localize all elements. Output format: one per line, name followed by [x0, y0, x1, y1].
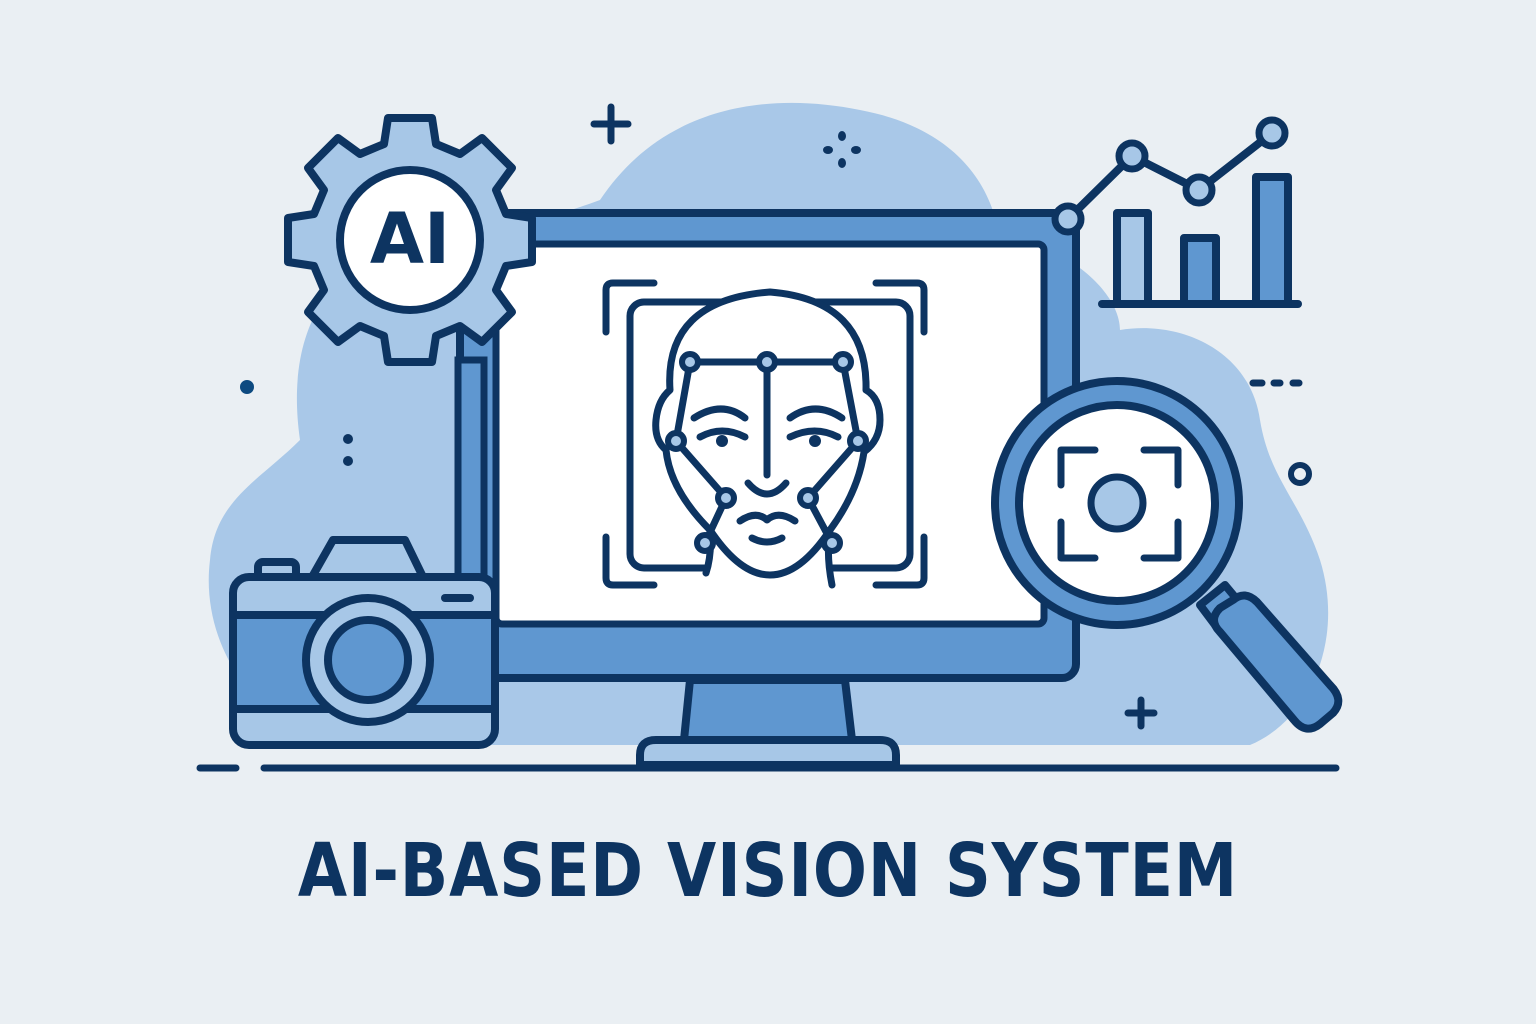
gear-connector — [454, 356, 488, 592]
plus-icon — [1124, 696, 1158, 730]
gear-label: AI — [370, 198, 450, 280]
ring-icon — [1288, 462, 1312, 486]
camera-icon — [229, 536, 499, 749]
face-recognition-icon — [602, 279, 928, 589]
monitor-stand — [636, 676, 900, 769]
focus-target-icon — [1057, 446, 1182, 562]
page-title: AI-BASED VISION SYSTEM — [297, 828, 1239, 914]
chart-nodes — [1051, 116, 1289, 236]
dot-icon — [343, 434, 353, 466]
dot-icon — [240, 380, 254, 394]
gear-icon — [284, 114, 536, 366]
chart-icon — [1064, 129, 1302, 308]
eye-pupils — [716, 435, 821, 447]
sparkle-icon — [823, 131, 861, 168]
face-landmark-nodes — [665, 351, 869, 554]
plus-icon — [590, 103, 632, 145]
